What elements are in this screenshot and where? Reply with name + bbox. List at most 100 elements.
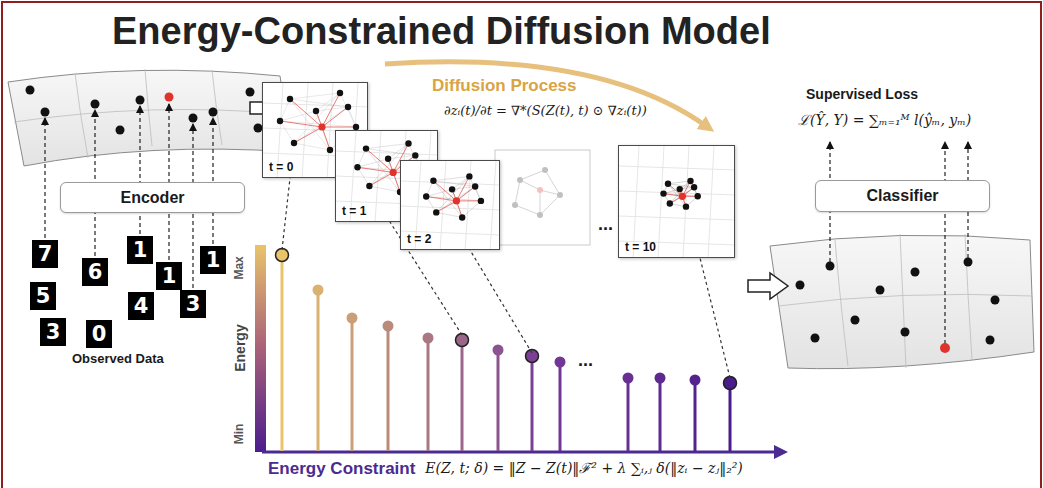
energy-point xyxy=(423,333,434,344)
equation: ∂zᵢ(t)/∂t = ∇*(S(Z(t), t) ⊙ ∇zᵢ(t)) xyxy=(442,104,649,119)
graph-edge xyxy=(294,143,330,150)
circle-shape xyxy=(901,328,910,337)
energy-stem xyxy=(659,378,662,451)
graph-edge xyxy=(348,107,356,127)
energy-stem xyxy=(627,378,630,451)
output-points xyxy=(796,258,1000,354)
graph-node xyxy=(385,156,391,162)
graph-node xyxy=(423,193,429,199)
circle-shape xyxy=(826,262,835,271)
grid-line xyxy=(658,146,664,258)
graph-edge xyxy=(280,121,294,143)
energy-stem xyxy=(281,255,284,451)
graph-edge xyxy=(433,181,462,218)
graph-edge xyxy=(294,127,322,143)
grid-line xyxy=(490,161,496,250)
energy-stem xyxy=(531,356,534,451)
energy-stem xyxy=(387,326,390,451)
flow-arrow xyxy=(748,273,788,299)
graph-node xyxy=(695,193,701,199)
graph-edge xyxy=(290,93,340,99)
energy-stems xyxy=(276,249,737,452)
circle-shape xyxy=(165,93,174,102)
step-label: t = 10 xyxy=(625,240,656,254)
axis-label: Min xyxy=(233,424,247,445)
energy-stem xyxy=(461,340,464,451)
energy-point xyxy=(347,313,358,324)
circle-shape xyxy=(796,281,805,290)
step-label: t = 1 xyxy=(342,204,366,218)
graph-node xyxy=(683,203,689,209)
circle-shape xyxy=(542,167,548,173)
energy-stem xyxy=(351,318,354,451)
circle-shape xyxy=(517,177,523,183)
graph-node xyxy=(453,197,460,204)
graph-node xyxy=(430,178,436,184)
graph-node xyxy=(665,181,671,187)
circle-shape xyxy=(512,202,518,208)
energy-axis xyxy=(262,451,784,454)
energy-point xyxy=(655,373,666,384)
energy-point xyxy=(526,350,539,363)
grid-line xyxy=(401,206,500,210)
line-shape xyxy=(700,258,730,378)
graph-edge xyxy=(366,149,400,192)
path-shape xyxy=(14,69,286,158)
graph-node xyxy=(277,118,283,124)
step-label: t = 2 xyxy=(407,232,431,246)
graph-edge xyxy=(369,186,400,192)
digit-image: 5 xyxy=(30,282,56,310)
circle-shape xyxy=(209,108,218,117)
graph-edge xyxy=(456,200,480,201)
line-shape xyxy=(944,142,945,344)
circle-shape xyxy=(557,192,563,198)
line-shape xyxy=(44,118,45,238)
axis-label: Energy xyxy=(232,324,248,371)
graph-edge xyxy=(340,93,356,127)
graph-edge xyxy=(316,111,330,150)
energy-point xyxy=(313,285,324,296)
graph-node xyxy=(667,200,673,206)
energy-point xyxy=(724,377,737,390)
graph-edge xyxy=(358,159,389,168)
energy-stem xyxy=(559,362,562,451)
energy-stem xyxy=(497,350,500,451)
graph-node xyxy=(691,184,697,190)
grid-line xyxy=(619,166,735,170)
graph-node xyxy=(366,183,372,189)
graph-node xyxy=(345,104,351,110)
graph-node xyxy=(354,164,360,170)
diffusion-step-panel: t = 2 xyxy=(400,160,500,250)
circle-shape xyxy=(41,108,50,117)
graph-node xyxy=(405,140,411,146)
step-label: t = 0 xyxy=(269,160,293,174)
ellipsis: ... xyxy=(578,350,593,371)
encoder-box: Encoder xyxy=(60,182,245,213)
graph-node xyxy=(313,108,319,114)
prediction-arrows xyxy=(830,142,968,344)
graph-node xyxy=(660,190,666,196)
circle-shape xyxy=(964,258,973,267)
graph-edge xyxy=(469,176,481,200)
circle-shape xyxy=(91,100,100,109)
graph-node xyxy=(363,145,369,151)
box-label: Encoder xyxy=(120,189,184,207)
graph-node xyxy=(449,186,455,192)
graph-node xyxy=(412,152,418,158)
energy-point xyxy=(555,357,566,368)
grid-line xyxy=(683,146,689,258)
graph-node xyxy=(337,90,343,96)
graph-edge xyxy=(280,121,356,127)
graph-edge xyxy=(452,189,462,217)
energy-stem xyxy=(317,290,320,451)
graph-edge xyxy=(358,167,370,186)
circle-shape xyxy=(136,96,145,105)
graph-edge xyxy=(436,212,462,217)
equation: E(Z, t; δ) = ‖Z − Z(t)‖ℱ² + λ ∑ᵢ,ⱼ δ(‖zᵢ… xyxy=(423,460,744,476)
classifier-box: Classifier xyxy=(815,180,990,212)
circle-shape xyxy=(851,316,860,325)
path-shape xyxy=(8,70,292,166)
graph-edge xyxy=(436,186,475,212)
